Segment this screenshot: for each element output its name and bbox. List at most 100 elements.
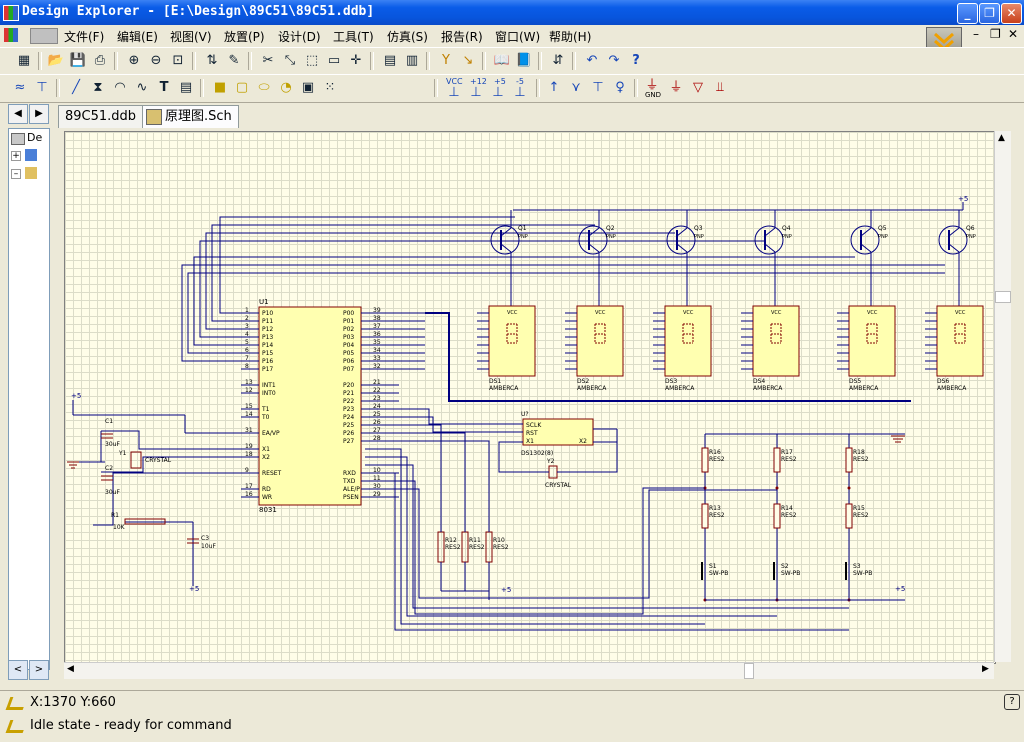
library-edit-icon[interactable]: 📘	[515, 53, 533, 68]
tab-schematic[interactable]: 原理图.Sch	[142, 105, 239, 128]
add-library-icon[interactable]: ▥	[405, 53, 419, 68]
design-manager-icon[interactable]: ▦	[17, 53, 31, 68]
cut-icon[interactable]: ✂	[262, 53, 274, 68]
zoom-in-icon[interactable]: ⊕	[128, 53, 140, 68]
minimize-button[interactable]: _	[957, 3, 978, 24]
sort-icon[interactable]: ⇵	[552, 53, 564, 68]
vertical-scroll-thumb[interactable]	[995, 291, 1011, 303]
graphic-icon[interactable]: ▣	[301, 80, 315, 95]
wave-power-icon[interactable]: ⋎	[571, 80, 581, 95]
line-icon[interactable]: ╱	[72, 80, 80, 95]
tree-collapse-icon[interactable]: –	[11, 169, 21, 179]
key-resistor-mid[interactable]	[701, 503, 709, 529]
menu-tools[interactable]: 工具(T)	[333, 30, 374, 44]
rounded-rect-icon[interactable]: ▢	[235, 80, 249, 95]
design-tree[interactable]: De + –	[8, 128, 50, 670]
tree-scroll-right-button[interactable]: >	[29, 660, 49, 680]
menu-reports[interactable]: 报告(R)	[441, 30, 483, 44]
seven-seg-display[interactable]	[576, 305, 624, 377]
menu-view[interactable]: 视图(V)	[170, 30, 212, 44]
pullup-resistor[interactable]	[437, 531, 445, 563]
browse-library-icon[interactable]: ▤	[383, 53, 397, 68]
arc-icon[interactable]: ◠	[114, 80, 126, 95]
minus5-power-icon[interactable]: ⊥	[514, 85, 526, 100]
help-icon[interactable]: ?	[632, 53, 640, 68]
menu-file[interactable]: 文件(F)	[64, 30, 105, 44]
bus-icon[interactable]: ⊤	[36, 80, 48, 95]
vertical-scrollbar[interactable]: ▲	[994, 131, 1011, 662]
c1-capacitor[interactable]: C1 30uF	[101, 418, 120, 448]
nav-right-button[interactable]: ▶	[29, 104, 49, 124]
menu-place[interactable]: 放置(P)	[224, 30, 265, 44]
select-area-icon[interactable]: ⬚	[305, 53, 319, 68]
print-icon[interactable]: ⎙	[94, 53, 106, 68]
seven-seg-display[interactable]	[752, 305, 800, 377]
maximize-button[interactable]: ❐	[979, 3, 1000, 24]
menu-edit[interactable]: 编辑(E)	[117, 30, 158, 44]
menu-help[interactable]: 帮助(H)	[549, 30, 592, 44]
tree-root-label[interactable]: De	[27, 131, 43, 144]
bar-power-icon[interactable]: ⊤	[592, 80, 604, 95]
nav-left-button[interactable]: ◀	[8, 104, 28, 124]
tab-89c51-ddb[interactable]: 89C51.ddb	[58, 105, 144, 128]
r1-resistor[interactable]: R1 10K	[111, 512, 166, 531]
text-icon[interactable]: T	[159, 80, 169, 95]
save-icon[interactable]: 💾	[69, 53, 87, 68]
wire-icon[interactable]: ≈	[14, 80, 26, 95]
pullup-resistor[interactable]	[485, 531, 493, 563]
gnd-power-icon[interactable]: ⏚	[645, 78, 659, 93]
close-button[interactable]: ✕	[1001, 3, 1022, 24]
transistor-body[interactable]	[490, 225, 520, 255]
scroll-right-icon[interactable]: ▶	[982, 664, 989, 674]
bezier-icon[interactable]: ∿	[136, 80, 148, 95]
plus12-power-icon[interactable]: ⊥	[470, 85, 482, 100]
redo-icon[interactable]: ↷	[608, 53, 620, 68]
array-icon[interactable]: ⁙	[324, 80, 336, 95]
rectangle-icon[interactable]: ■	[213, 80, 227, 95]
zoom-out-icon[interactable]: ⊖	[150, 53, 162, 68]
c2-capacitor[interactable]: C2 30uF	[101, 465, 120, 496]
doc-restore-button[interactable]: ❐	[990, 27, 1001, 41]
transistor-body[interactable]	[578, 225, 608, 255]
scroll-left-icon[interactable]: ◀	[67, 664, 74, 674]
open-icon[interactable]: 📂	[47, 53, 65, 68]
transistor-body[interactable]	[850, 225, 880, 255]
earth-icon[interactable]: ▽	[693, 80, 703, 95]
arrow-power-icon[interactable]: ↑	[548, 80, 560, 95]
cross-probe-icon[interactable]: ✎	[228, 53, 240, 68]
horizontal-scrollbar[interactable]: ◀ ▶	[64, 662, 994, 679]
zoom-fit-icon[interactable]: ⊡	[172, 53, 184, 68]
plus5-power-icon[interactable]: ⊥	[492, 85, 504, 100]
pullup-resistor[interactable]	[461, 531, 469, 563]
status-help-icon[interactable]: ?	[1004, 694, 1020, 710]
up-down-hierarchy-icon[interactable]: ⇅	[206, 53, 218, 68]
tree-expand-icon[interactable]: +	[11, 151, 21, 161]
doc-close-button[interactable]: ✕	[1008, 27, 1019, 41]
wiring-tool-icon[interactable]: Y	[442, 53, 450, 68]
seven-seg-display[interactable]	[488, 305, 536, 377]
doc-minimize-button[interactable]: –	[973, 27, 979, 41]
y1-crystal[interactable]: Y1 CRYSTAL	[118, 450, 172, 469]
text-frame-icon[interactable]: ▤	[179, 80, 193, 95]
net-tool-icon[interactable]: ↘	[462, 53, 474, 68]
vcc-power-icon[interactable]: ⊥	[448, 85, 460, 100]
seven-seg-display[interactable]	[664, 305, 712, 377]
transistor-body[interactable]	[754, 225, 784, 255]
seven-seg-display[interactable]	[848, 305, 896, 377]
book-icon[interactable]: 📖	[493, 53, 511, 68]
key-resistor-mid[interactable]	[845, 503, 853, 529]
menu-window[interactable]: 窗口(W)	[495, 30, 541, 44]
transistor-body[interactable]	[938, 225, 968, 255]
move-icon[interactable]: ✛	[350, 53, 362, 68]
circle-power-icon[interactable]: ♀	[615, 80, 625, 95]
seven-seg-display[interactable]	[936, 305, 984, 377]
tree-scroll-left-button[interactable]: <	[8, 660, 28, 680]
transistor-body[interactable]	[666, 225, 696, 255]
signal-gnd-icon[interactable]: ⏚	[669, 80, 683, 95]
chassis-gnd-icon[interactable]: ⫫	[716, 80, 724, 95]
c3-capacitor[interactable]: C3 10uF	[187, 535, 216, 550]
pie-icon[interactable]: ◔	[280, 80, 292, 95]
scroll-up-icon[interactable]: ▲	[998, 133, 1005, 143]
horizontal-scroll-thumb[interactable]	[744, 663, 754, 679]
